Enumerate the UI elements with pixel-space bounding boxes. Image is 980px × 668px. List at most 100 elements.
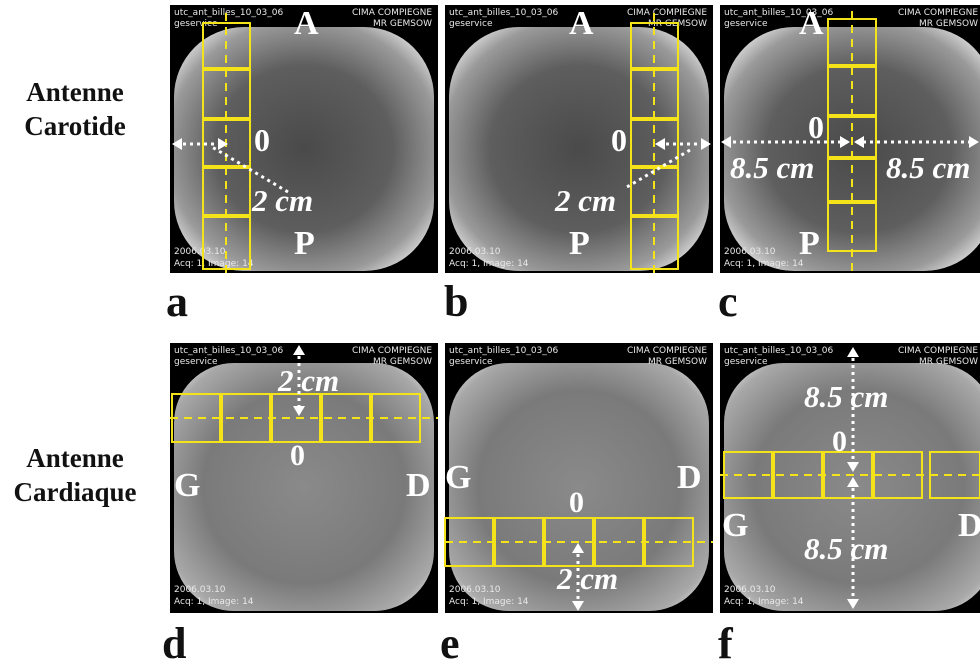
scan-acq-label: Acq: 1, Image: 14 (174, 259, 254, 269)
row-label-cardiaque: Antenne Cardiaque (0, 441, 150, 509)
scan-operator-label: geservice (724, 19, 768, 29)
scan-acq-label: Acq: 1, Image: 14 (724, 259, 804, 269)
coil-element (630, 69, 679, 119)
scan-system-label: MR GEMSOW (372, 19, 432, 29)
left-side-label: G (722, 507, 749, 544)
arrow-head (293, 406, 305, 416)
arrow-head (218, 138, 228, 150)
scan-date-label: 2006.03.10 (174, 247, 226, 257)
distance-label: 2 cm (557, 561, 619, 596)
coil-element (202, 22, 251, 69)
scan-site-label: CIMA COMPIEGNE (897, 8, 978, 18)
scan-operator-label: geservice (449, 357, 493, 367)
distance-top-label: 8.5 cm (804, 379, 889, 414)
coil-grid-overlay (172, 13, 289, 273)
zero-label: 0 (569, 486, 584, 519)
coil-grid-overlay (721, 11, 979, 273)
mri-scan-image (445, 5, 713, 273)
scan-site-label: CIMA COMPIEGNE (626, 8, 707, 18)
scan-acq-label: Acq: 1, Image: 14 (449, 597, 529, 607)
arrow-head (847, 477, 859, 487)
anterior-label: A (294, 5, 319, 42)
coil-element (630, 167, 679, 216)
arrow-head (847, 347, 859, 357)
panel-letter-e: e (440, 619, 460, 668)
scan-operator-label: geservice (174, 357, 218, 367)
arrow-head (969, 136, 979, 148)
arrow-head (572, 543, 584, 553)
coil-grid-overlay (444, 517, 713, 611)
scan-acq-label: Acq: 1, Image: 14 (174, 597, 254, 607)
arrow-head (172, 138, 182, 150)
scan-site-label: CIMA COMPIEGNE (897, 346, 978, 356)
scan-date-label: 2006.03.10 (449, 585, 501, 595)
zero-label: 0 (832, 425, 847, 458)
zero-label: 0 (808, 109, 824, 145)
panel-c: utc_ant_billes_10_03_06 geservice CIMA C… (720, 5, 980, 273)
distance-label: 2 cm (278, 363, 340, 398)
scan-date-label: 2006.03.10 (449, 247, 501, 257)
coil-element (202, 167, 251, 216)
right-side-label: D (406, 467, 431, 504)
scan-series-label: utc_ant_billes_10_03_06 (174, 8, 284, 18)
arrow-head (847, 599, 859, 609)
panel-letter-d: d (162, 619, 187, 668)
coil-element (630, 22, 679, 69)
distance-right-label: 8.5 cm (886, 150, 971, 185)
scan-system-label: MR GEMSOW (647, 357, 707, 367)
scan-operator-label: geservice (724, 357, 768, 367)
panel-e: utc_ant_billes_10_03_06 geservice CIMA C… (444, 343, 713, 613)
panel-letter-b: b (444, 277, 469, 326)
posterior-label: P (294, 225, 315, 262)
row-label-carotide-line2: Carotide (24, 111, 126, 141)
posterior-label: P (569, 225, 590, 262)
arrow-head (854, 136, 864, 148)
zero-label: 0 (611, 122, 627, 158)
distance-label: 2 cm (252, 183, 314, 218)
scan-acq-label: Acq: 1, Image: 14 (724, 597, 804, 607)
panel-letter-c: c (718, 277, 738, 326)
posterior-label: P (799, 225, 820, 262)
arrow-head (721, 136, 731, 148)
leader-line (626, 148, 691, 189)
arrow-head (701, 138, 711, 150)
row-label-carotide: Antenne Carotide (0, 75, 150, 143)
panel-a: utc_ant_billes_10_03_06 geservice CIMA C… (170, 5, 438, 273)
scan-series-label: utc_ant_billes_10_03_06 (724, 8, 834, 18)
mri-scan-image (170, 5, 438, 273)
row-label-cardiaque-line2: Cardiaque (13, 477, 137, 507)
scan-site-label: CIMA COMPIEGNE (351, 8, 432, 18)
distance-left-label: 8.5 cm (730, 150, 815, 185)
left-side-label: G (174, 467, 201, 504)
row-label-carotide-line1: Antenne (26, 77, 124, 107)
coil-element (202, 69, 251, 119)
scan-date-label: 2006.03.10 (724, 247, 776, 257)
scan-site-label: CIMA COMPIEGNE (351, 346, 432, 356)
coil-grid-overlay (720, 347, 980, 609)
distance-label: 2 cm (555, 183, 617, 218)
arrow-head (840, 136, 850, 148)
scan-series-label: utc_ant_billes_10_03_06 (724, 346, 834, 356)
zero-label: 0 (290, 439, 305, 472)
panel-d: utc_ant_billes_10_03_06 geservice CIMA C… (170, 343, 438, 613)
scan-series-label: utc_ant_billes_10_03_06 (449, 346, 559, 356)
right-side-label: D (958, 507, 980, 544)
leader-line (211, 145, 289, 194)
coil-element (630, 119, 679, 167)
distance-bottom-label: 8.5 cm (804, 531, 889, 566)
anterior-label: A (799, 5, 824, 42)
scan-series-label: utc_ant_billes_10_03_06 (449, 8, 559, 18)
scan-acq-label: Acq: 1, Image: 14 (449, 259, 529, 269)
anterior-label: A (569, 5, 594, 42)
scan-site-label: CIMA COMPIEGNE (626, 346, 707, 356)
zero-label: 0 (254, 122, 270, 158)
panel-letter-f: f (718, 619, 733, 668)
panel-b: utc_ant_billes_10_03_06 geservice CIMA C… (445, 5, 713, 273)
scan-operator-label: geservice (174, 19, 218, 29)
mri-scan-image (720, 5, 980, 273)
arrow-head (572, 601, 584, 611)
scan-date-label: 2006.03.10 (174, 585, 226, 595)
coil-element (202, 119, 251, 167)
right-side-label: D (677, 459, 702, 496)
scan-system-label: MR GEMSOW (918, 357, 978, 367)
